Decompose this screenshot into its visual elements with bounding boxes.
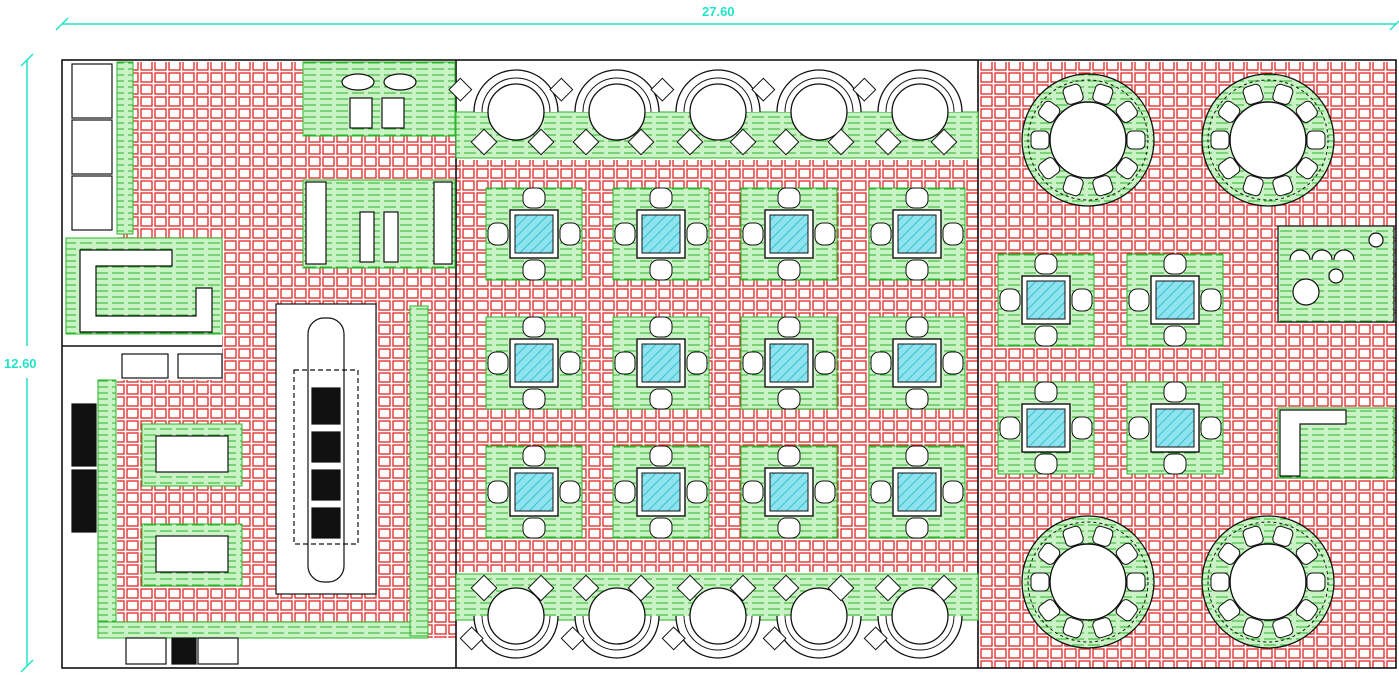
square-table-2 — [740, 187, 838, 281]
round-table-3 — [1201, 515, 1335, 649]
booth-bottom-1 — [560, 587, 660, 659]
stool-13 — [627, 574, 655, 602]
square-table-5 — [612, 316, 710, 410]
walls — [61, 59, 1397, 669]
stool-0 — [470, 128, 498, 156]
stool-11 — [527, 574, 555, 602]
booth-bottom-0 — [459, 587, 559, 659]
stool-19 — [930, 574, 958, 602]
square-table-0 — [485, 187, 583, 281]
stool-10 — [470, 574, 498, 602]
square-table-10 — [740, 445, 838, 539]
round-tables — [1021, 73, 1335, 649]
width-dimension-label: 27.60 — [702, 4, 735, 19]
square-table-grid — [485, 187, 1224, 539]
square-table-13 — [1126, 253, 1224, 347]
booth-top-2 — [650, 69, 761, 141]
stool-7 — [827, 128, 855, 156]
square-table-4 — [485, 316, 583, 410]
stool-6 — [772, 128, 800, 156]
square-table-9 — [612, 445, 710, 539]
square-table-8 — [485, 445, 583, 539]
booth-top-1 — [549, 69, 660, 141]
stool-18 — [874, 574, 902, 602]
booth-bottom-2 — [661, 587, 761, 659]
square-table-11 — [868, 445, 966, 539]
reception-counter — [79, 249, 213, 333]
booth-top-0 — [448, 69, 559, 141]
booth-top-3 — [751, 69, 862, 141]
booth-bottom-4 — [863, 587, 963, 659]
square-table-14 — [997, 381, 1095, 475]
square-table-7 — [868, 316, 966, 410]
kitchen-fixtures — [71, 63, 453, 665]
square-table-3 — [868, 187, 966, 281]
booth-bottom-3 — [762, 587, 862, 659]
stool-12 — [572, 574, 600, 602]
stool-17 — [827, 574, 855, 602]
bar-counters — [1277, 225, 1395, 477]
stool-3 — [627, 128, 655, 156]
stool-15 — [729, 574, 757, 602]
height-dimension-label: 12.60 — [4, 356, 37, 371]
round-table-0 — [1021, 73, 1155, 207]
booth-seating — [448, 69, 963, 659]
stool-1 — [527, 128, 555, 156]
booth-top-4 — [852, 69, 963, 141]
square-table-12 — [997, 253, 1095, 347]
round-table-1 — [1201, 73, 1335, 207]
stool-14 — [676, 574, 704, 602]
stool-4 — [676, 128, 704, 156]
stool-2 — [572, 128, 600, 156]
square-table-1 — [612, 187, 710, 281]
stool-5 — [729, 128, 757, 156]
stool-9 — [930, 128, 958, 156]
stool-8 — [874, 128, 902, 156]
dimension-lines — [20, 17, 1399, 673]
square-table-15 — [1126, 381, 1224, 475]
stool-16 — [772, 574, 800, 602]
round-table-2 — [1021, 515, 1155, 649]
square-table-6 — [740, 316, 838, 410]
